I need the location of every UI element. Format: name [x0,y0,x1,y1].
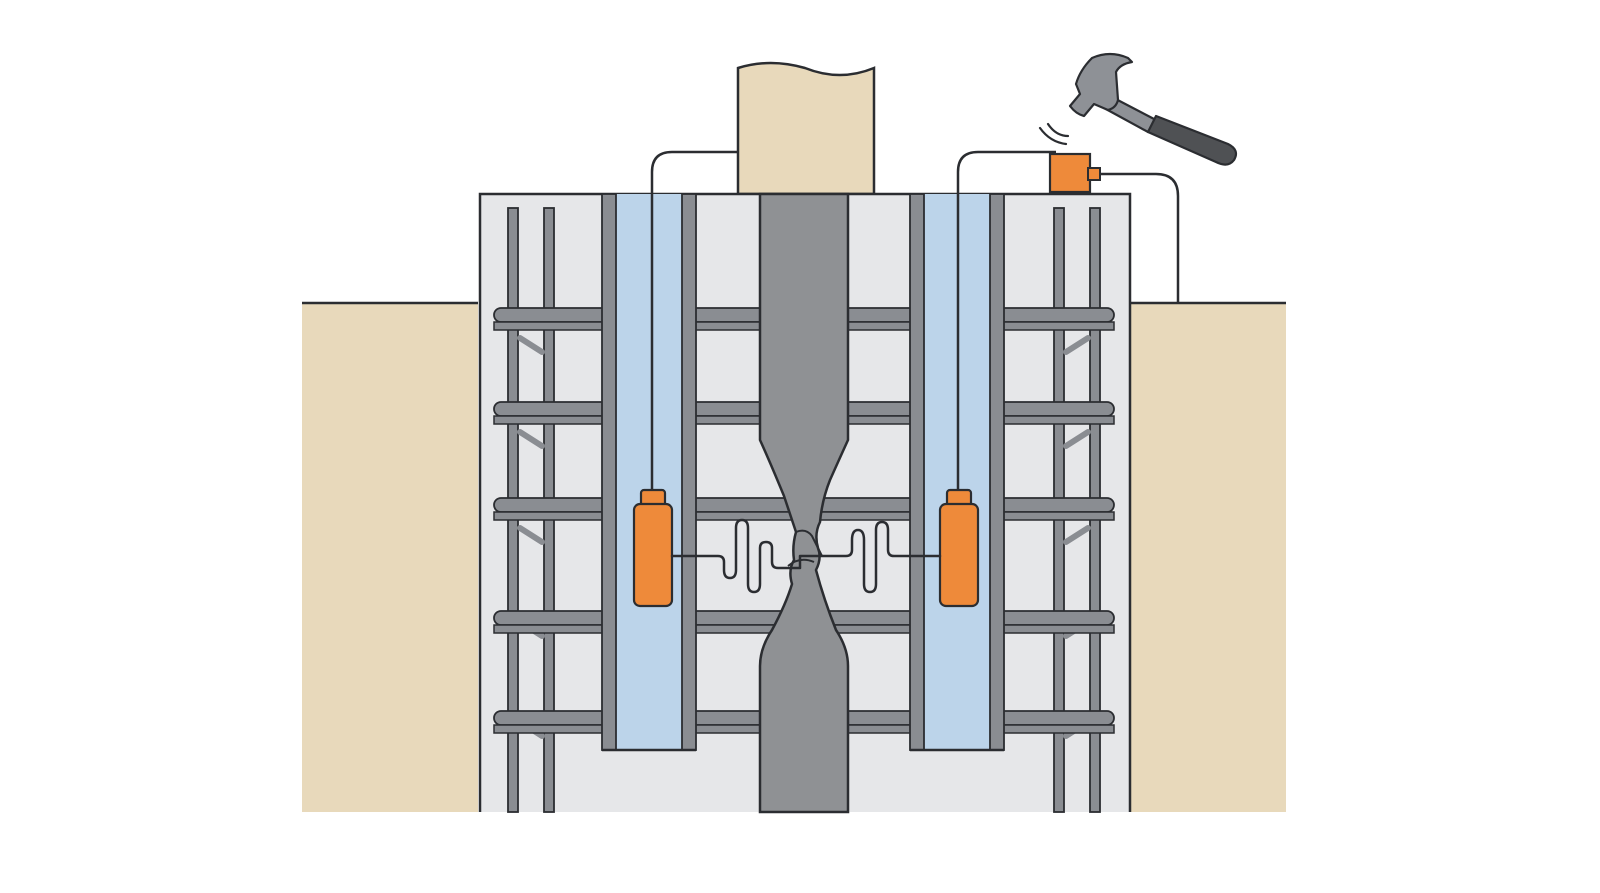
sensor-connector [1087,167,1101,181]
access-tube-wall [681,193,697,751]
probe-right [938,488,980,608]
sensor-cables [650,150,1180,492]
cable-top-sensor [1092,172,1180,303]
hammer-head [1068,52,1134,118]
sensor-icon [938,502,980,608]
sensor-icon [1048,152,1092,194]
hammer-icon [1068,52,1238,166]
vibration-arcs-icon [1038,122,1070,146]
access-tube-wall [909,193,925,751]
soil-right [1130,302,1286,812]
access-tube-wall [601,193,617,751]
access-tube-wall [989,193,1005,751]
cable-right [956,150,1056,492]
signal-wave-icon [670,518,942,594]
soil-left [302,302,478,812]
cable-left [650,150,738,492]
hammer-grip [1146,114,1238,166]
top-sensor [1048,152,1101,194]
soil [302,301,1286,812]
access-tube-left [601,193,697,752]
column-stub [736,61,876,196]
probe-left [632,488,674,608]
sensor-icon [632,502,674,608]
access-tube-fill [602,194,696,750]
